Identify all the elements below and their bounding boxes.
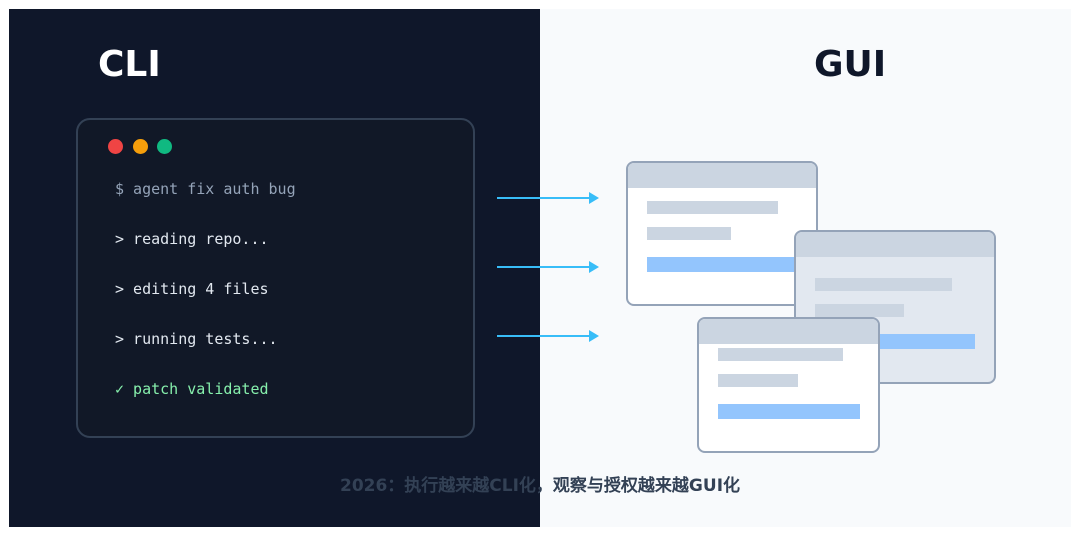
terminal-line: > running tests...	[115, 330, 278, 348]
terminal-line: > editing 4 files	[115, 280, 269, 298]
caption: 2026：执行越来越CLI化，观察与授权越来越GUI化	[339, 476, 741, 496]
terminal-line-command: $ agent fix auth bug	[115, 180, 296, 198]
minimize-dot-icon	[133, 139, 148, 154]
gui-title: GUI	[814, 44, 887, 85]
close-dot-icon	[108, 139, 123, 154]
arrow-icon	[497, 192, 599, 204]
maximize-dot-icon	[157, 139, 172, 154]
cli-title: CLI	[98, 44, 161, 85]
terminal-line: > reading repo...	[115, 230, 269, 248]
arrow-icon	[497, 261, 599, 273]
gui-window-1	[626, 161, 818, 306]
gui-window-3	[697, 317, 880, 453]
terminal-window	[76, 118, 475, 438]
terminal-line-success: ✓ patch validated	[115, 380, 269, 398]
arrow-icon	[497, 330, 599, 342]
